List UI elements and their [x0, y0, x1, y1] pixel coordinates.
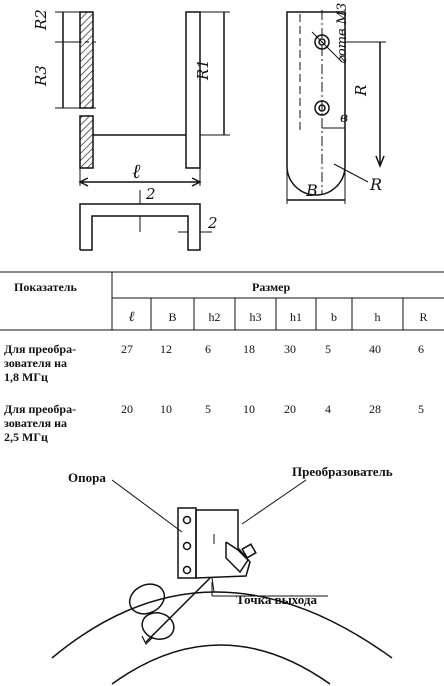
header-size: Размер	[252, 280, 291, 294]
col-header-h: h	[374, 310, 381, 324]
row-label-line: Для преобра-	[4, 342, 77, 356]
label-hole: ⌀отв M3	[335, 3, 350, 64]
wedge-bubble	[128, 583, 166, 615]
col-header-b-small: b	[331, 310, 337, 324]
cell: 27	[121, 342, 133, 356]
label-two-a: 2	[145, 185, 156, 203]
label-b-big: B	[305, 181, 318, 200]
label-r1: R1	[194, 59, 212, 81]
label-support: Опора	[68, 470, 106, 485]
col-header-r: R	[419, 310, 428, 324]
cell: 30	[284, 342, 296, 356]
dimensions-table: Показатель Размер ℓ B h2 h3 h1 b h R Для…	[0, 262, 444, 444]
row-label-line: зователя на	[4, 416, 67, 430]
cell: 28	[369, 402, 381, 416]
surface-inner-arc	[111, 644, 331, 685]
label-l: ℓ	[132, 159, 141, 183]
col-header-h1: h1	[290, 310, 302, 324]
cell: 40	[369, 342, 381, 356]
label-transducer: Преобразователь	[292, 464, 393, 479]
label-b-small: в	[340, 110, 348, 126]
row-label-line: зователя на	[4, 356, 67, 370]
cell: 10	[160, 402, 172, 416]
assembly-drawing: Опора Преобразователь Точка выхода	[51, 464, 393, 685]
row-label-line: 2,5 МГц	[4, 430, 48, 444]
cell: 6	[418, 342, 424, 356]
col-header-h3: h3	[249, 310, 262, 324]
col-header-h2: h2	[208, 310, 221, 324]
cell: 4	[325, 402, 331, 416]
hatched-strip-upper	[79, 11, 94, 109]
cell: 20	[284, 402, 296, 416]
cell: 12	[160, 342, 172, 356]
label-r2: R2	[32, 9, 50, 31]
dimension-drawing: R2 R3 R1 ℓ 2 2 ⌀отв M3 R в B R	[32, 3, 386, 251]
label-r-vert: R	[352, 85, 370, 97]
label-r-bottom: R	[369, 175, 382, 194]
cell: 5	[205, 402, 211, 416]
cell: 18	[243, 342, 255, 356]
cell: 6	[205, 342, 211, 356]
u-profile	[79, 203, 201, 251]
cell: 10	[243, 402, 255, 416]
row-label-line: 1,8 МГц	[4, 370, 48, 384]
label-two-b: 2	[207, 214, 218, 232]
table-grid	[0, 271, 444, 331]
row-label-line: Для преобра-	[4, 402, 77, 416]
col-header-b-big: B	[168, 310, 177, 324]
header-indicator: Показатель	[14, 280, 77, 294]
cell: 5	[325, 342, 331, 356]
plate-outline	[286, 11, 346, 196]
label-exit-point: Точка выхода	[236, 592, 318, 607]
col-header-l: ℓ	[128, 310, 135, 325]
label-r3: R3	[32, 65, 50, 87]
bar-right	[185, 11, 201, 169]
hatched-strip-lower	[79, 115, 94, 169]
cell: 5	[418, 402, 424, 416]
cell: 20	[121, 402, 133, 416]
wedge-bubble	[141, 612, 175, 640]
transducer-body	[195, 509, 251, 579]
surface-outer-arc	[51, 591, 393, 659]
